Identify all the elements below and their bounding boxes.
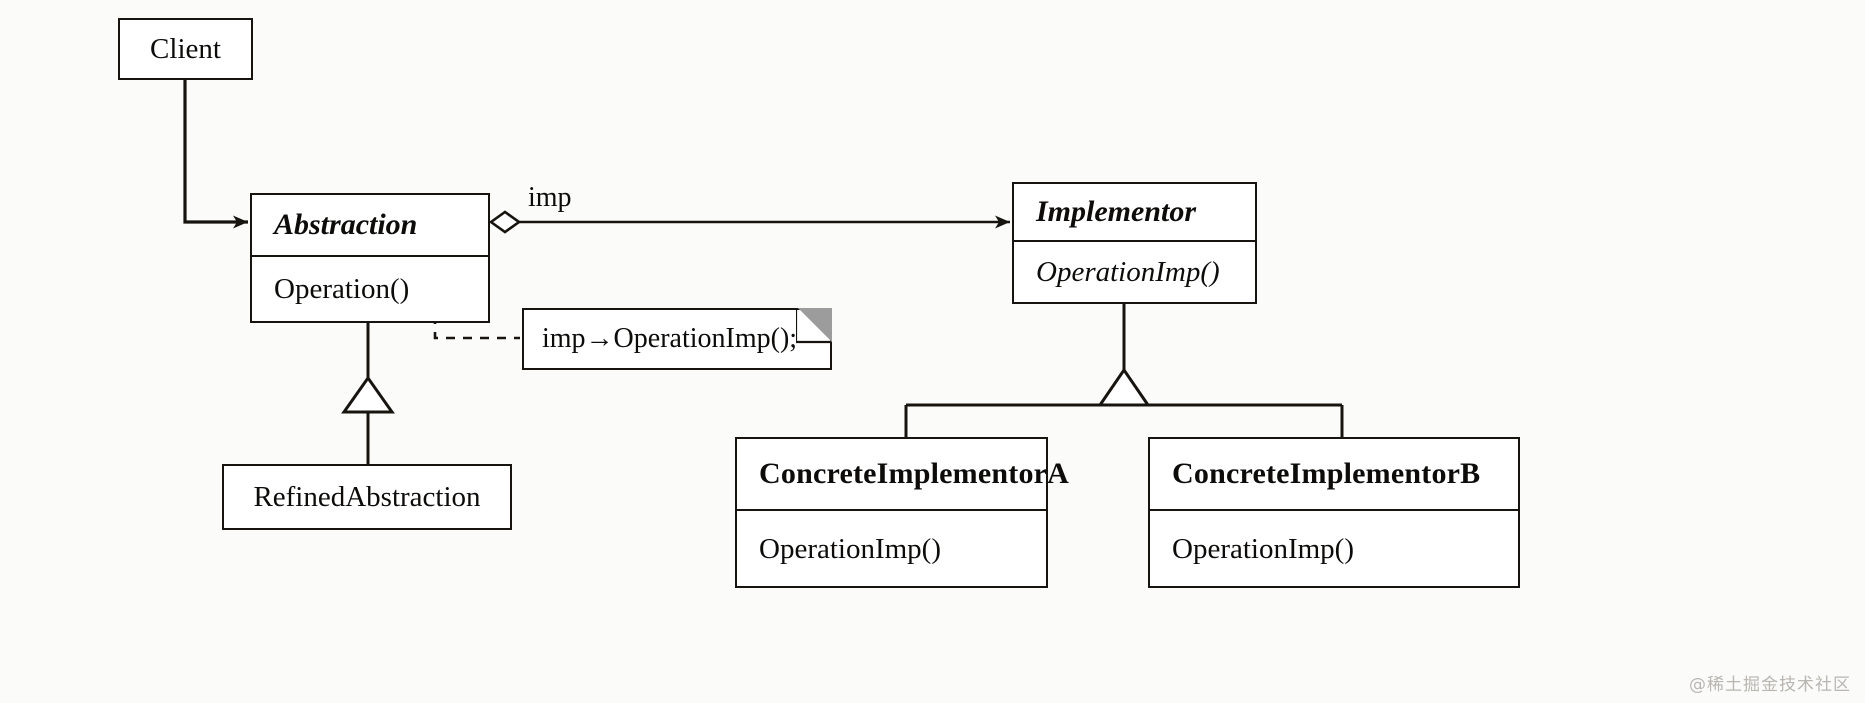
class-operation-concreteimplementorb-0: OperationImp(): [1172, 532, 1354, 565]
generalization-triangle-implementor: [1097, 367, 1151, 407]
generalization-triangle-abstraction: [341, 375, 395, 414]
class-name-refinedabstraction: RefinedAbstraction: [253, 480, 481, 513]
edge-abstraction-to-implementor: [488, 210, 1010, 234]
uml-note[interactable]: imp→OperationImp();: [522, 308, 832, 370]
class-box-client[interactable]: Client: [118, 18, 253, 80]
note-fold-outline-icon: [796, 308, 830, 344]
class-name-concreteimplementora: ConcreteImplementorA: [737, 439, 1069, 511]
class-name-abstraction: Abstraction: [252, 195, 488, 257]
association-role-label: imp: [528, 182, 572, 213]
edge-refinedabstraction-generalization: [341, 323, 395, 464]
class-name-implementor: Implementor: [1014, 184, 1255, 242]
class-operation-implementor-0: OperationImp(): [1036, 256, 1220, 288]
class-name-client: Client: [150, 32, 221, 65]
class-operation-abstraction-0: Operation(): [274, 273, 410, 305]
aggregation-diamond: [488, 210, 522, 234]
class-box-abstraction[interactable]: Abstraction Operation(): [250, 193, 490, 323]
class-operation-concreteimplementora-0: OperationImp(): [759, 532, 941, 565]
edge-client-to-abstraction: [183, 80, 248, 229]
class-name-concreteimplementorb: ConcreteImplementorB: [1150, 439, 1518, 511]
class-box-implementor[interactable]: Implementor OperationImp(): [1012, 182, 1257, 304]
class-box-refinedabstraction[interactable]: RefinedAbstraction: [222, 464, 512, 530]
note-text: imp→OperationImp();: [542, 323, 798, 354]
class-box-concreteimplementora[interactable]: ConcreteImplementorA OperationImp(): [735, 437, 1069, 588]
edge-concreteimplementors-generalization: [904, 304, 1344, 437]
watermark-label: @稀土掘金技术社区: [1689, 675, 1851, 695]
note-body: [522, 308, 832, 370]
class-box-concreteimplementorb[interactable]: ConcreteImplementorB OperationImp(): [1148, 437, 1520, 588]
